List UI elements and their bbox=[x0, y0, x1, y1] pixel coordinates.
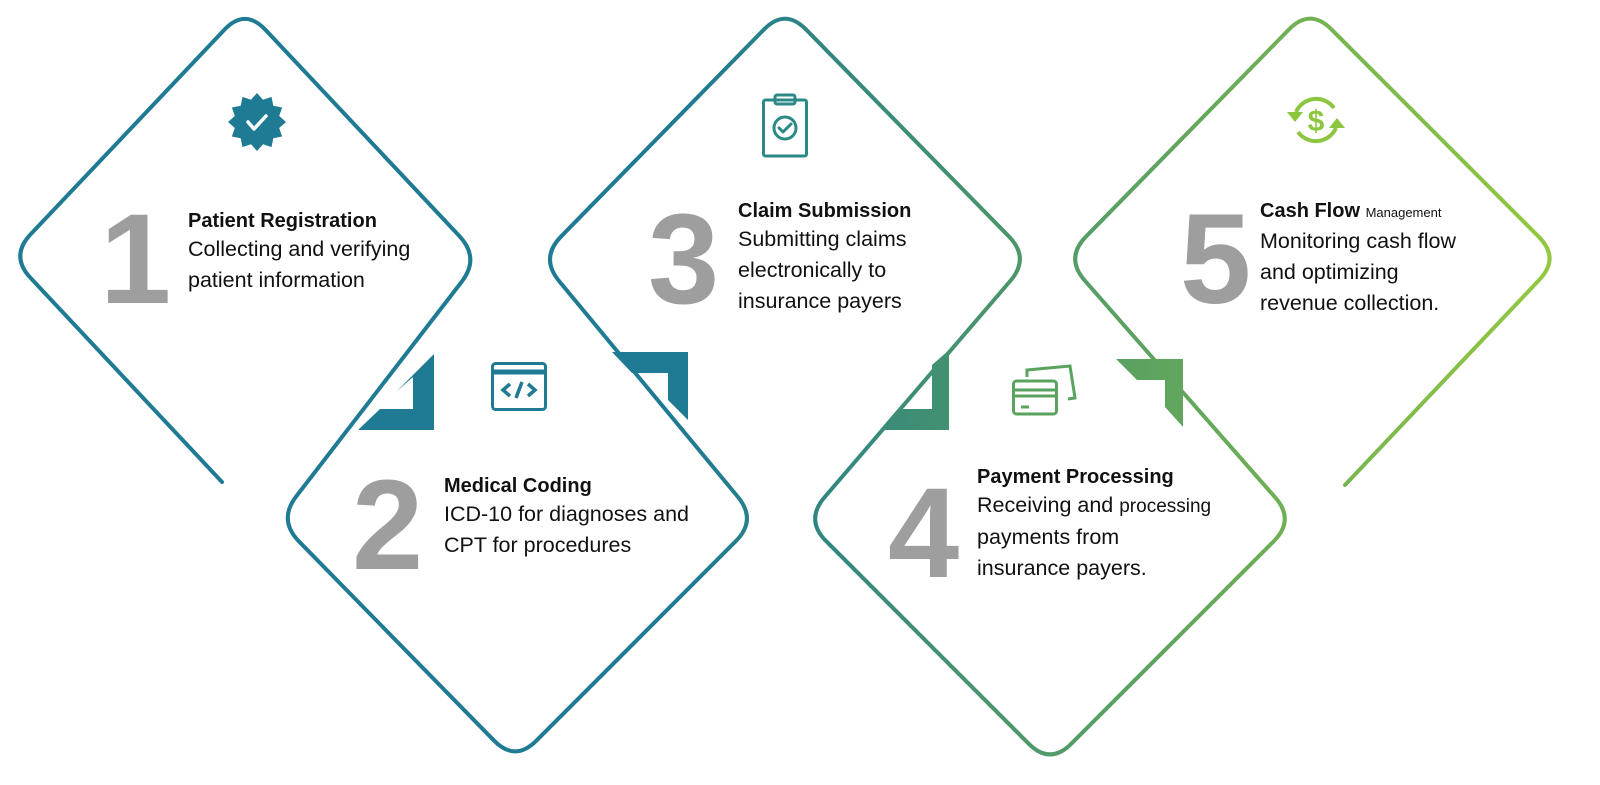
step-3-text: Claim Submission Submitting claims elect… bbox=[738, 198, 911, 317]
step-4-desc-line: Receiving and processing bbox=[977, 490, 1211, 522]
step-5-title-main: Cash Flow bbox=[1260, 200, 1361, 222]
step-5-desc-line: revenue collection. bbox=[1260, 291, 1440, 315]
step-4-title: Payment Processing bbox=[977, 466, 1174, 488]
step-2-title: Medical Coding bbox=[444, 475, 592, 497]
code-window-icon bbox=[491, 362, 547, 411]
step-3-desc-line: insurance payers bbox=[738, 289, 902, 313]
step-3-title: Claim Submission bbox=[738, 200, 912, 222]
dollar-cycle-icon: $ bbox=[1287, 96, 1345, 144]
step-1-title: Patient Registration bbox=[188, 210, 377, 232]
svg-text:$: $ bbox=[1308, 105, 1325, 138]
step-5-number: 5 bbox=[1180, 188, 1252, 331]
step-4-desc-part: Receiving and bbox=[977, 493, 1120, 517]
diamond-outline bbox=[18, 16, 1552, 757]
step-5-desc-line: Monitoring cash flow bbox=[1260, 229, 1456, 253]
step-5-title-small: Management bbox=[1365, 205, 1442, 220]
step-3-number: 3 bbox=[648, 188, 720, 331]
step-5-desc-line: and optimizing bbox=[1260, 260, 1399, 284]
connector-notch-4 bbox=[1116, 359, 1183, 427]
step-1-text: Patient Registration Collecting and veri… bbox=[188, 208, 410, 296]
step-1-number: 1 bbox=[100, 188, 172, 331]
step-4-desc-line: payments from bbox=[977, 525, 1120, 549]
step-5-text: Cash Flow Management Monitoring cash flo… bbox=[1260, 198, 1456, 319]
connector-notch-2 bbox=[612, 352, 688, 420]
credit-cards-icon bbox=[1012, 364, 1077, 416]
step-2-number: 2 bbox=[352, 454, 424, 597]
connector-notch-1 bbox=[358, 354, 434, 430]
step-4-desc-line: insurance payers. bbox=[977, 556, 1147, 580]
step-1-desc-line: Collecting and verifying bbox=[188, 237, 411, 261]
step-2-desc-line: CPT for procedures bbox=[444, 533, 632, 557]
step-4-number: 4 bbox=[888, 462, 960, 605]
step-2-desc-line: ICD-10 for diagnoses and bbox=[444, 502, 690, 526]
step-3-desc-line: Submitting claims bbox=[738, 227, 907, 251]
step-4-desc-part: processing bbox=[1119, 496, 1212, 517]
step-1-desc-line: patient information bbox=[188, 268, 365, 292]
badge-check-icon bbox=[228, 93, 286, 151]
step-5-title: Cash Flow Management bbox=[1260, 198, 1456, 226]
step-3-desc-line: electronically to bbox=[738, 258, 887, 282]
connector-notch-3 bbox=[880, 350, 949, 430]
step-4-text: Payment Processing Receiving and process… bbox=[977, 464, 1211, 584]
step-2-text: Medical Coding ICD-10 for diagnoses and … bbox=[444, 473, 689, 561]
clipboard-check-icon bbox=[762, 93, 808, 158]
